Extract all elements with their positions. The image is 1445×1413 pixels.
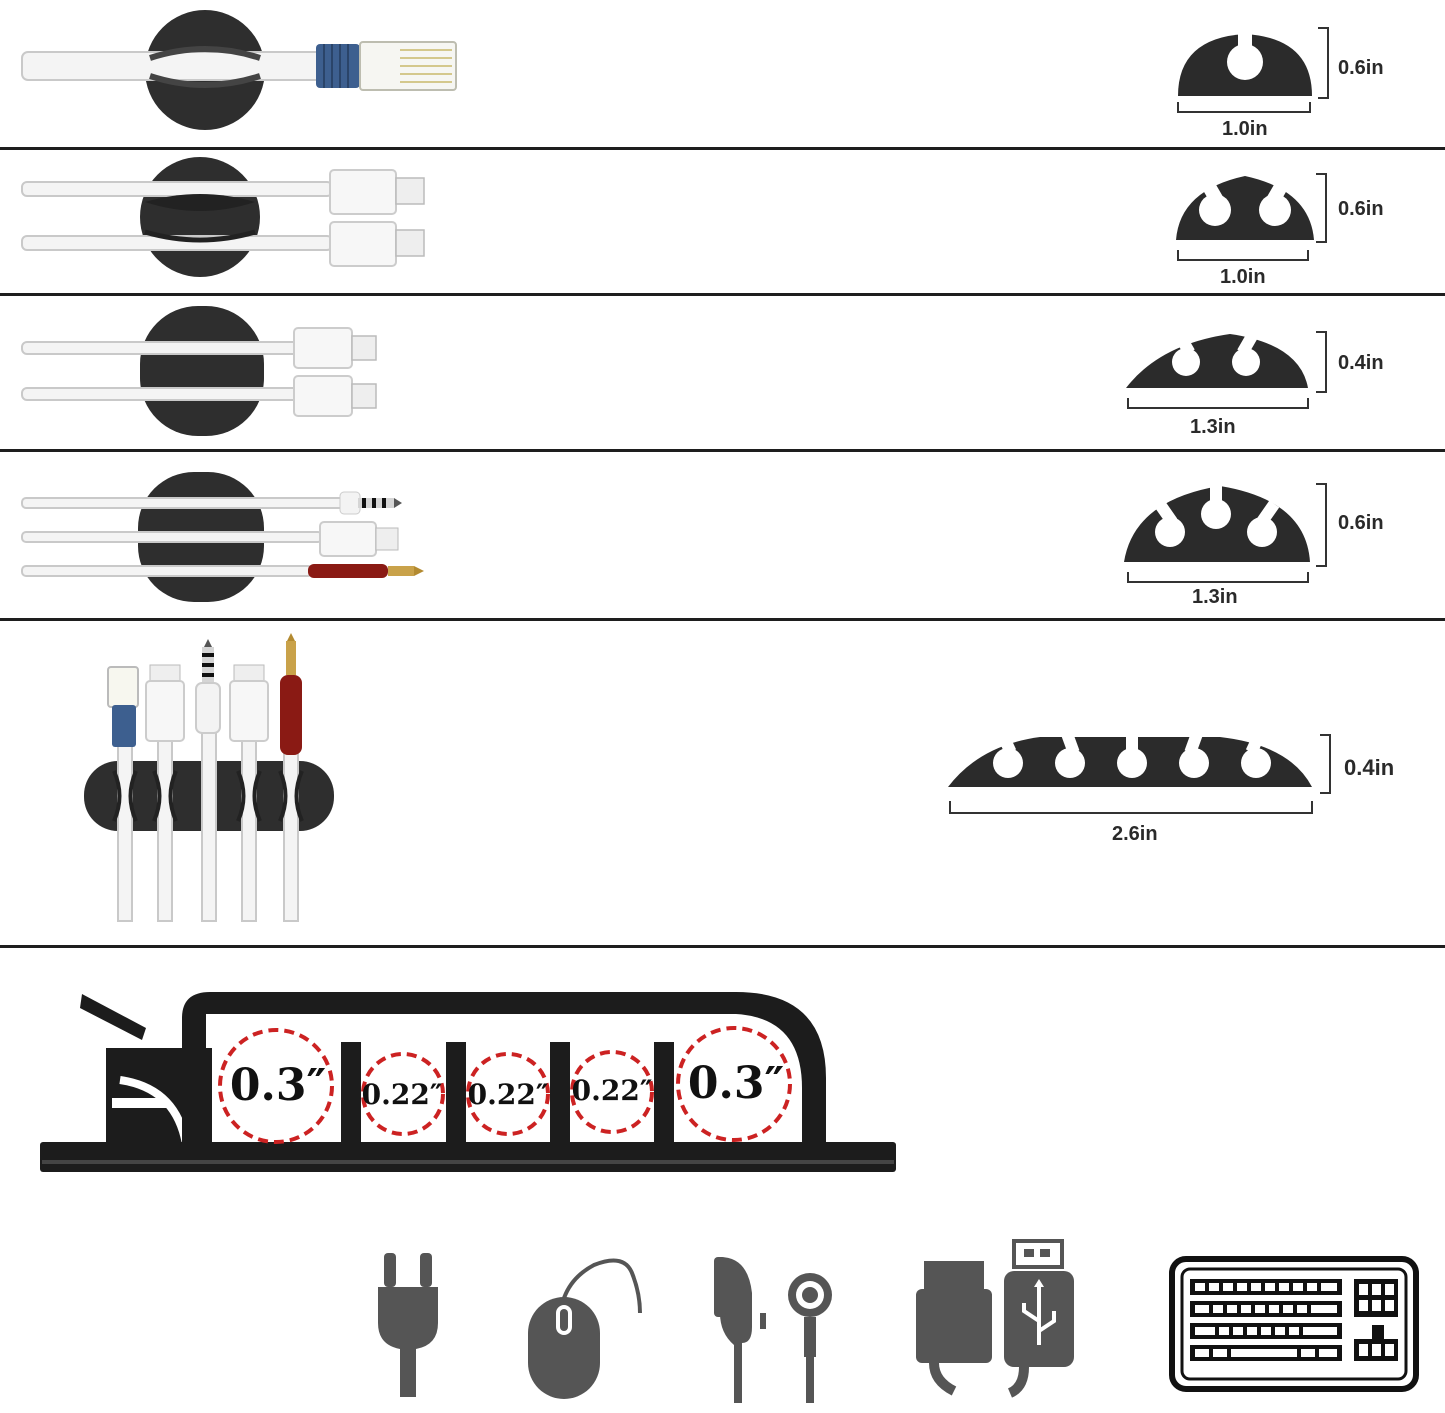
power-plug-icon [378,1253,438,1397]
slot-size-label: 0.22″ [361,1078,443,1111]
clip-with-five-vertical-cables [84,633,334,922]
organizer-body [40,992,896,1172]
width-label: 1.0in [1220,266,1266,288]
usb-cable-icon [916,1239,1074,1398]
slot-size-label: 0.22″ [467,1078,549,1111]
keyboard-icon [1169,1256,1419,1392]
width-label: 2.6in [1112,823,1158,845]
section-divider [0,147,1445,150]
section-divider [0,618,1445,621]
height-label: 0.6in [1338,57,1384,79]
clip-dimension-diagram [948,729,1331,814]
row-double-slot-flat-clip: 0.4in 1.3in [0,296,1445,449]
width-label: 1.3in [1190,416,1236,438]
clip-dimension-diagram [1126,330,1327,409]
clip-dimension-diagram [1124,482,1327,583]
clip-with-lightning-cables [21,157,425,277]
width-label: 1.3in [1192,586,1238,608]
mouse-icon [528,1258,642,1399]
clip-with-ethernet-cable [21,10,457,130]
cable-organizer-diagram: 0.3″ 0.22″ 0.22″ 0.22″ 0.3″ [0,948,1445,1188]
slot-size-label: 0.3″ [687,1058,785,1109]
slot-size-label: 0.3″ [229,1060,327,1111]
clip-with-lightning-cables [21,306,377,436]
width-label: 1.0in [1222,118,1268,140]
height-label: 0.4in [1344,755,1395,780]
clip-with-three-cables [21,472,424,602]
height-label: 0.4in [1338,352,1384,374]
row-single-slot-clip: 0.6in 1.0in [0,0,1445,147]
clip-dimension-diagram [1177,27,1329,113]
row-triple-slot-clip: 0.6in 1.3in [0,452,1445,618]
section-divider [0,449,1445,452]
height-label: 0.6in [1338,512,1384,534]
clip-dimension-diagram [1176,173,1327,261]
row-five-slot-clip: 0.4in 2.6in [0,621,1445,945]
row-double-slot-clip: 0.6in 1.0in [0,150,1445,293]
section-divider [0,293,1445,296]
height-label: 0.6in [1338,198,1384,220]
earphones-icon [714,1257,832,1403]
slot-size-label: 0.22″ [571,1074,653,1107]
device-icons-row [0,1235,1445,1403]
section-divider [0,945,1445,948]
